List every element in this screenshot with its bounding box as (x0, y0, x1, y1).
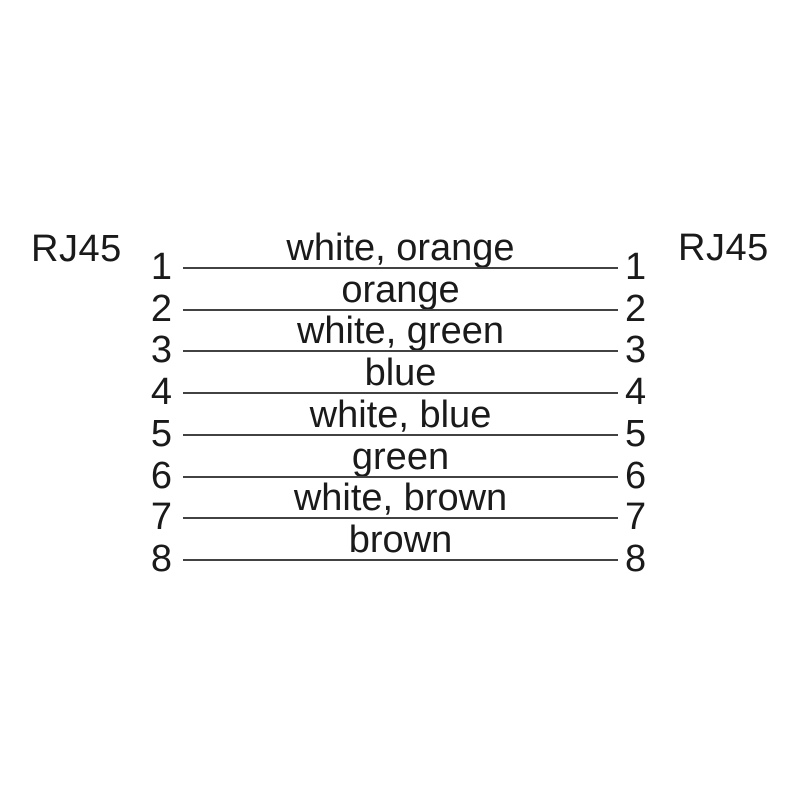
connector-label-left: RJ45 (31, 228, 122, 270)
wire-color-label: orange (341, 268, 460, 311)
wire-row: 6 green 6 (0, 437, 800, 499)
wire-line (183, 308, 618, 311)
pin-number-left: 3 (150, 329, 172, 372)
wire-color-label: brown (348, 518, 453, 561)
wire-color-label: blue (364, 352, 437, 395)
wire-color-label: white, green (296, 310, 504, 353)
pin-number-right: 4 (625, 371, 647, 414)
wire-row: 5 white, blue 5 (0, 395, 800, 457)
pin-number-right: 2 (625, 287, 647, 330)
wire-line (183, 558, 618, 561)
wire-row: 3 white, green 3 (0, 311, 800, 373)
pin-number-right: 7 (625, 496, 647, 539)
wire-row: 1 white, orange 1 (0, 228, 800, 290)
wire-row: 7 white, brown 7 (0, 478, 800, 540)
connector-label-right: RJ45 (678, 227, 769, 269)
pin-number-right: 1 (625, 246, 647, 288)
wire-row: 2 orange 2 (0, 270, 800, 332)
wire-line (183, 475, 618, 478)
wire-line (183, 350, 618, 353)
wire-color-label: white, brown (293, 477, 508, 520)
pin-number-right: 6 (625, 454, 647, 497)
pin-number-left: 1 (150, 246, 172, 288)
pin-number-left: 6 (150, 454, 172, 497)
wire-color-label: green (351, 435, 450, 478)
pin-number-right: 8 (625, 537, 647, 580)
wire-line (183, 433, 618, 436)
wire-color-label: white, blue (309, 393, 492, 436)
wire-row: 4 blue 4 (0, 353, 800, 415)
pin-number-right: 3 (625, 329, 647, 372)
pin-number-left: 7 (150, 496, 172, 539)
wire-color-label: white, orange (286, 227, 515, 269)
pin-number-left: 2 (150, 287, 172, 330)
wire-line (183, 392, 618, 395)
pin-number-right: 5 (625, 412, 647, 455)
pin-number-left: 8 (150, 537, 172, 580)
wire-line (183, 517, 618, 520)
pin-number-left: 4 (150, 371, 172, 414)
pin-number-left: 5 (150, 412, 172, 455)
wire-row: 8 brown 8 (0, 520, 800, 582)
wire-line (183, 267, 618, 269)
